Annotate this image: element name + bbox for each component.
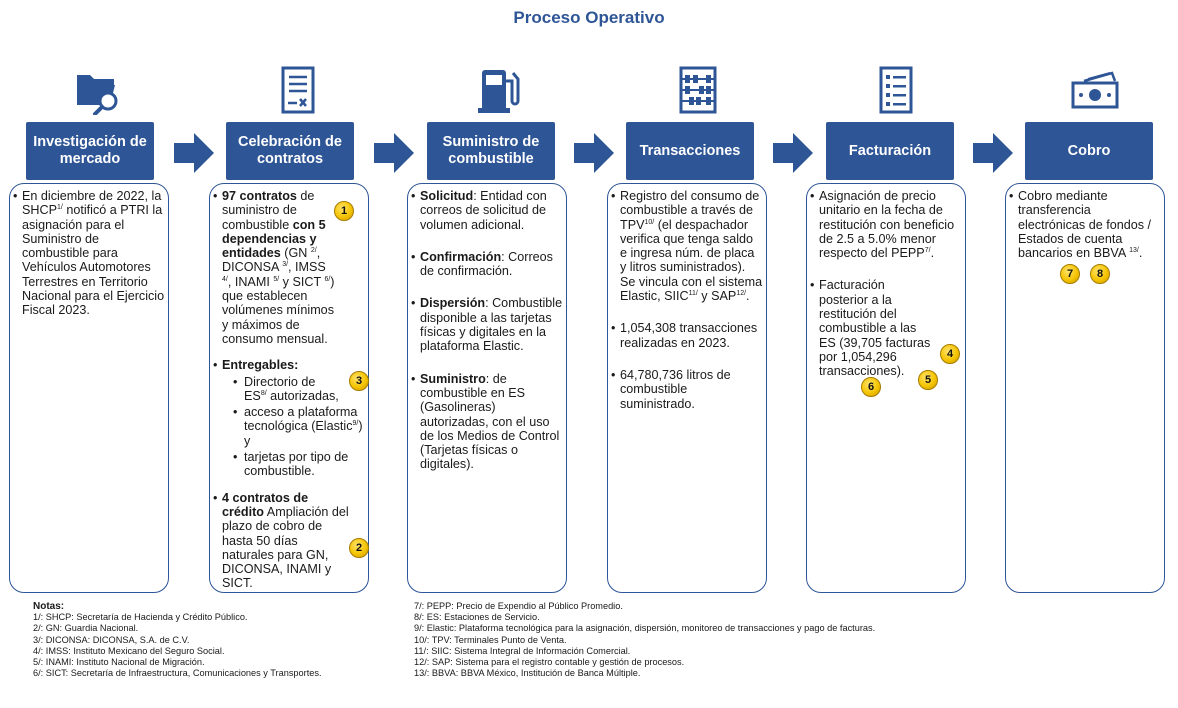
stage-investigacion-header: Investigación de mercado — [26, 122, 154, 180]
footnote: 7/: PEPP: Precio de Expendio al Público … — [414, 601, 623, 611]
flow-arrow — [773, 133, 813, 173]
box-investigacion: En diciembre de 2022, la SHCP1/ notificó… — [9, 183, 169, 593]
footnote: 3/: DICONSA: DICONSA, S.A. de C.V. — [33, 634, 190, 645]
cash-icon — [1071, 71, 1119, 109]
abacus-icon — [679, 66, 717, 114]
invoice-list-icon — [879, 66, 913, 114]
footnote: 13/: BBVA: BBVA México, Institución de B… — [414, 668, 641, 679]
list-item: Solicitud: Entidad con correos de solici… — [410, 189, 563, 232]
reference-badge: 4 — [940, 344, 960, 364]
footnotes-right: 7/: PEPP: Precio de Expendio al Público … — [414, 601, 944, 679]
contract-document-icon — [281, 66, 315, 114]
list-item: Dispersión: Combustible disponible a las… — [410, 296, 563, 353]
reference-badge: 6 — [861, 377, 881, 397]
fuel-pump-icon — [478, 70, 520, 113]
footnote: 8/: ES: Estaciones de Servicio. — [414, 612, 540, 623]
list-item: 97 contratos de suministro de combustibl… — [212, 189, 365, 346]
list-item: Registro del consumo de combustible a tr… — [610, 189, 763, 303]
list-item: tarjetas por tipo de combustible. — [222, 450, 365, 479]
footnote: 2/: GN: Guardia Nacional. — [33, 623, 139, 634]
flow-arrow — [374, 133, 414, 173]
footnote: 5/: INAMI: Instituto Nacional de Migraci… — [33, 657, 205, 668]
list-item: Suministro: de combustible en ES (Gasoli… — [410, 372, 563, 472]
footnote: 9/: Elastic: Plataforma tecnológica para… — [414, 623, 876, 634]
list-item: 4 contratos de crédito Ampliación del pl… — [212, 491, 365, 591]
list-item: En diciembre de 2022, la SHCP1/ notificó… — [12, 189, 165, 318]
stage-celebracion-header: Celebración de contratos — [226, 122, 354, 180]
reference-badge: 3 — [349, 371, 369, 391]
list-item: Asignación de precio unitario en la fech… — [809, 189, 962, 260]
reference-badge: 8 — [1090, 264, 1110, 284]
stage-transacciones-header: Transacciones — [626, 122, 754, 180]
footnote: 10/: TPV: Terminales Punto de Venta. — [414, 634, 567, 645]
flow-arrow — [574, 133, 614, 173]
stage-cobro-header: Cobro — [1025, 122, 1153, 180]
list-item: Entregables: Directorio de ES8/ autoriza… — [212, 358, 365, 478]
page-title: Proceso Operativo — [513, 8, 665, 27]
list-item: 64,780,736 litros de combustible suminis… — [610, 368, 763, 411]
box-facturacion: Asignación de precio unitario en la fech… — [806, 183, 966, 593]
list-item: Cobro mediante transferencia electrónica… — [1008, 189, 1161, 260]
list-item: acceso a plataforma tecnológica (Elastic… — [222, 405, 365, 448]
footnote: 12/: SAP: Sistema para el registro conta… — [414, 657, 685, 668]
footnotes-left: Notas: 1/: SHCP: Secretaría de Hacienda … — [33, 601, 333, 679]
footnote: 1/: SHCP: Secretaría de Hacienda y Crédi… — [33, 612, 248, 623]
box-cobro: Cobro mediante transferencia electrónica… — [1005, 183, 1165, 593]
footnote: 11/: SIIC: Sistema Integral de Informaci… — [414, 645, 631, 656]
list-item: Facturación posterior a la restitución d… — [809, 278, 962, 378]
notes-heading: Notas: — [33, 601, 65, 612]
list-item: Confirmación: Correos de confirmación. — [410, 250, 563, 279]
folder-search-icon — [77, 75, 118, 115]
flow-arrow — [174, 133, 214, 173]
list-item: Directorio de ES8/ autorizadas, — [222, 375, 365, 404]
footnote: 4/: IMSS: Instituto Mexicano del Seguro … — [33, 645, 225, 656]
stage-suministro-header: Suministro de combustible — [427, 122, 555, 180]
box-suministro: Solicitud: Entidad con correos de solici… — [407, 183, 567, 593]
box-celebracion: 97 contratos de suministro de combustibl… — [209, 183, 369, 593]
box-transacciones: Registro del consumo de combustible a tr… — [607, 183, 767, 593]
flow-arrow — [973, 133, 1013, 173]
footnote: 6/: SICT: Secretaría de Infraestructura,… — [33, 668, 322, 679]
stage-facturacion-header: Facturación — [826, 122, 954, 180]
reference-badge: 7 — [1060, 264, 1080, 284]
reference-badge: 1 — [334, 201, 354, 221]
reference-badge: 2 — [349, 538, 369, 558]
list-item: 1,054,308 transacciones realizadas en 20… — [610, 321, 763, 350]
reference-badge: 5 — [918, 370, 938, 390]
